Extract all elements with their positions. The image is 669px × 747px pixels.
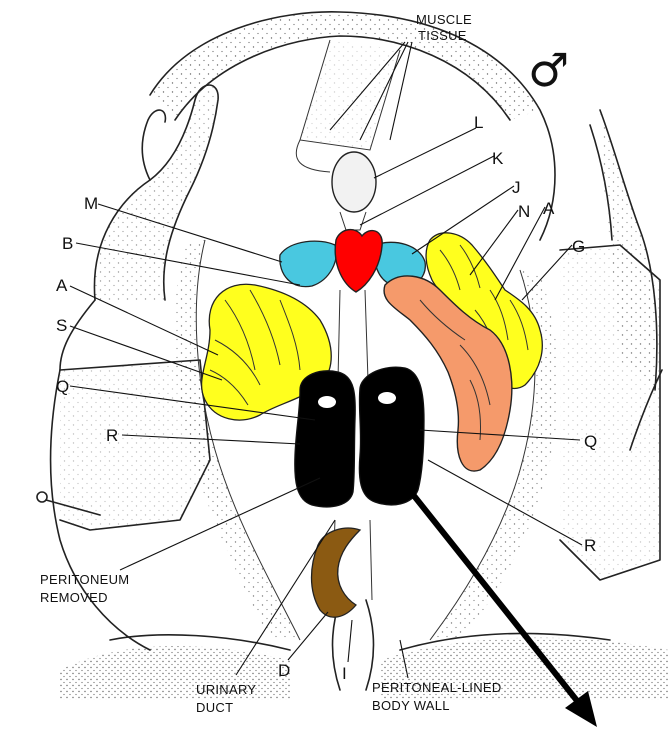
heart-ventricle: [335, 230, 382, 292]
caption-muscle-1: MUSCLE: [416, 12, 472, 27]
label-i: I: [342, 664, 347, 683]
label-j: J: [512, 178, 521, 197]
label-r-right: R: [584, 536, 596, 555]
label-d: D: [278, 661, 290, 680]
label-g: G: [572, 237, 585, 256]
label-b: B: [62, 234, 73, 253]
caption-wall-1: PERITONEAL-LINED: [372, 680, 502, 695]
left-testis: [295, 371, 355, 507]
label-s: S: [56, 316, 67, 335]
left-atrium: [280, 241, 336, 287]
male-symbol: ♂: [528, 43, 569, 97]
label-k: K: [492, 149, 504, 168]
caption-urinary-2: DUCT: [196, 700, 233, 715]
label-n: N: [518, 202, 530, 221]
label-r-left: R: [106, 426, 118, 445]
label-a-left: A: [56, 276, 68, 295]
urinary-bladder: [312, 528, 361, 617]
label-q-left: Q: [56, 377, 69, 396]
caption-wall-2: BODY WALL: [372, 698, 450, 713]
right-testis: [359, 367, 424, 505]
label-a-right: A: [543, 199, 555, 218]
caption-urinary-1: URINARY: [196, 682, 256, 697]
label-m: M: [84, 194, 98, 213]
label-q-right: Q: [584, 432, 597, 451]
label-l: L: [474, 113, 483, 132]
caption-muscle-2: TISSUE: [418, 28, 467, 43]
caption-peritoneum-1: PERITONEUM: [40, 572, 129, 587]
caption-peritoneum-2: REMOVED: [40, 590, 108, 605]
